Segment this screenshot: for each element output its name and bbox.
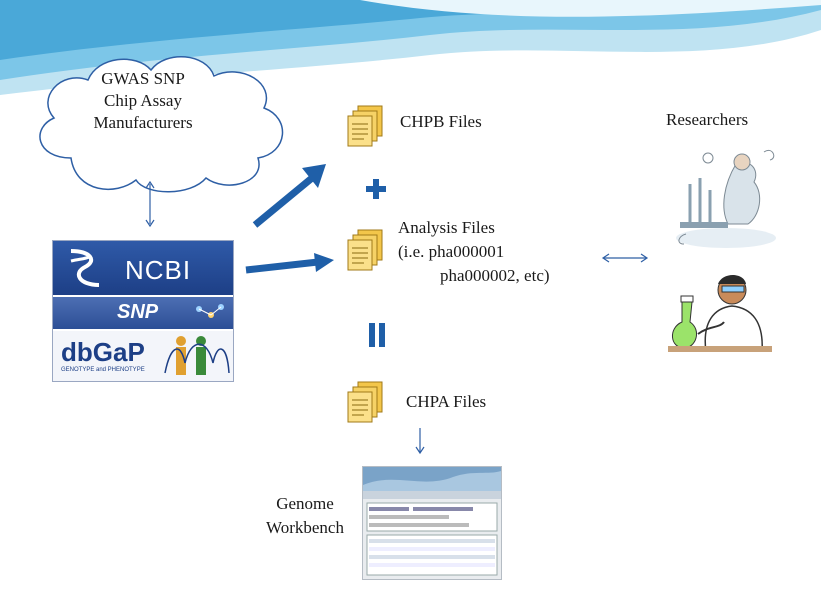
analysis-line-3: pha000002, etc) (440, 266, 550, 285)
dbgap-subtitle: GENOTYPE and PHENOTYPE (61, 367, 145, 373)
workbench-line-2: Workbench (266, 518, 344, 537)
cloud-line-1: GWAS SNP (101, 69, 185, 88)
dbgap-banner: dbGaP GENOTYPE and PHENOTYPE (53, 331, 233, 381)
ncbi-wordmark: NCBI (125, 255, 192, 285)
analysis-line-2: (i.e. pha000001 (398, 242, 505, 261)
chpa-files-label: CHPA Files (406, 392, 487, 411)
cloud-line-2: Chip Assay (104, 91, 182, 110)
analysis-file-stack-icon (347, 229, 383, 271)
dbgap-wordmark: dbGaP (61, 337, 145, 367)
cloud-ncbi-arrow (145, 180, 155, 228)
researcher-icon (676, 149, 776, 248)
ncbi-logo: NCBI SNP dbGaP GENOTYPE and PHENOTYPE (52, 240, 234, 382)
workbench-line-1: Genome (276, 494, 334, 513)
cloud-shape (39, 56, 284, 193)
chpb-files-label: CHPB Files (400, 112, 482, 131)
snp-wordmark: SNP (117, 301, 159, 323)
analysis-line-1: Analysis Files (398, 218, 495, 237)
scientist-icon (668, 262, 772, 352)
equals-icon (369, 323, 385, 347)
helix-icon (70, 249, 100, 287)
analysis-researchers-arrow (601, 253, 649, 263)
workbench-window-graphic (363, 467, 501, 576)
ncbi-to-chpb-arrow (252, 164, 326, 228)
chpa-file-stack-icon (347, 381, 383, 423)
ncbi-banner: NCBI (53, 241, 233, 295)
people-icon (164, 336, 230, 375)
snp-molecule-icon (196, 304, 224, 318)
plus-icon (366, 179, 386, 199)
snp-banner: SNP (53, 297, 233, 329)
analysis-files-label: Analysis Files (i.e. pha000001 pha000002… (398, 218, 550, 286)
chpa-to-workbench-arrow (415, 428, 425, 455)
genome-workbench-label: Genome Workbench (258, 494, 352, 538)
researchers-label: Researchers (666, 110, 749, 129)
cloud-label: GWAS SNP Chip Assay Manufacturers (48, 68, 238, 134)
cloud-line-3: Manufacturers (93, 113, 193, 132)
chpb-file-stack-icon (347, 105, 383, 147)
genome-workbench-screenshot (362, 466, 502, 580)
ncbi-to-analysis-arrow (245, 253, 334, 274)
